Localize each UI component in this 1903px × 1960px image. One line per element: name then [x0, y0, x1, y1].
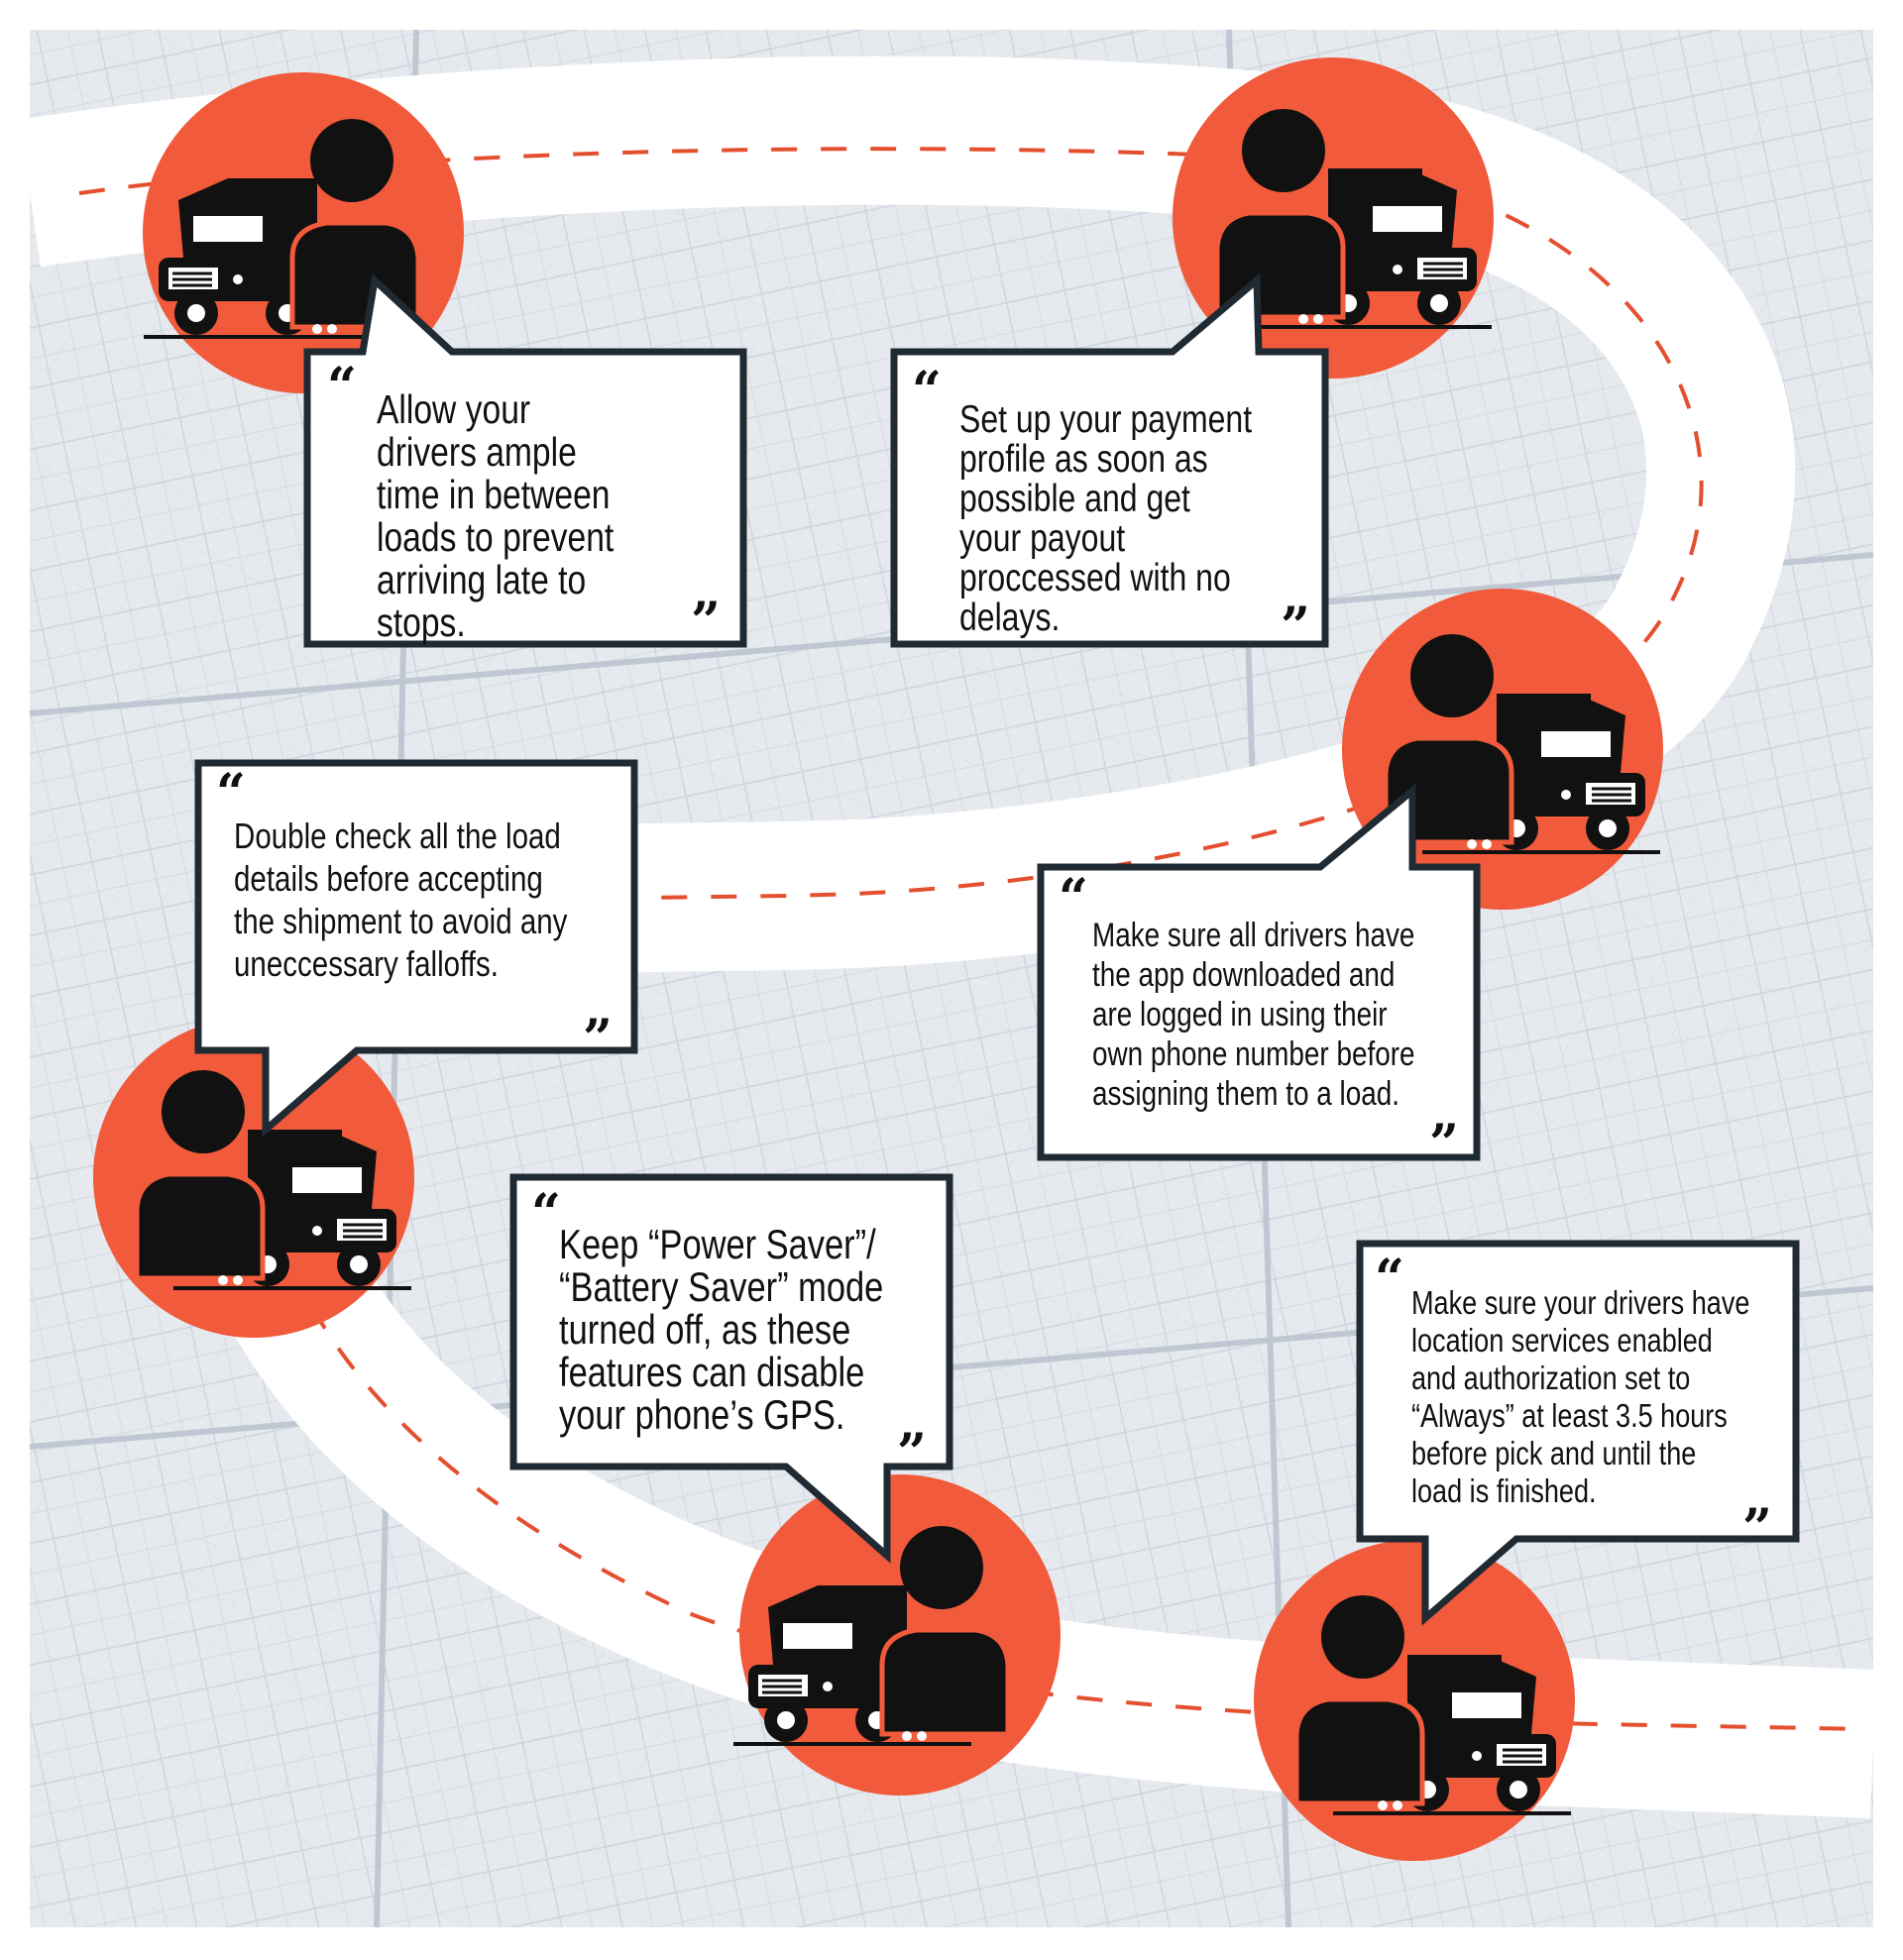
tip-bubble-2	[890, 272, 1329, 648]
close-quote-icon: ”	[1429, 1114, 1459, 1174]
tip-bubble-5	[509, 1173, 953, 1564]
open-quote-icon: “	[1059, 868, 1088, 928]
close-quote-icon: ”	[1281, 597, 1310, 657]
close-quote-icon: ”	[691, 592, 721, 652]
tip-text-2: Set up your payment profile as soon as p…	[959, 398, 1253, 639]
tip-text-5: Keep “Power Saver”/ “Battery Saver” mode…	[559, 1221, 884, 1438]
tip-text-6: Make sure your drivers have location ser…	[1411, 1284, 1750, 1509]
tip-text-4: Make sure all drivers have the app downl…	[1092, 917, 1415, 1113]
close-quote-icon: ”	[897, 1423, 927, 1483]
open-quote-icon: “	[1375, 1249, 1404, 1309]
tip-bubble-3	[194, 759, 638, 1138]
tip-bubble-1	[303, 273, 747, 648]
close-quote-icon: ”	[583, 1009, 613, 1069]
tip-bubble-6	[1356, 1240, 1800, 1626]
tip-bubble-4	[1037, 783, 1481, 1161]
open-quote-icon: “	[327, 357, 357, 417]
tip-text-3: Double check all the load details before…	[234, 816, 568, 984]
open-quote-icon: “	[912, 361, 942, 421]
open-quote-icon: “	[531, 1183, 561, 1244]
tip-text-1: Allow your drivers ample time in between…	[377, 386, 615, 645]
open-quote-icon: “	[216, 763, 246, 823]
close-quote-icon: ”	[1742, 1498, 1772, 1559]
